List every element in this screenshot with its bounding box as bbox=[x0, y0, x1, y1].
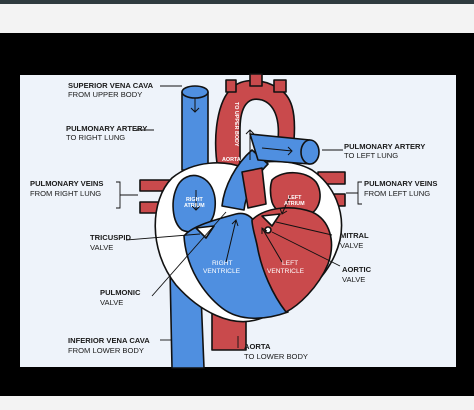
left-atrium-label-1: LEFT bbox=[288, 195, 302, 201]
tricuspid-valve bbox=[195, 225, 215, 239]
right-ventricle-label-2: VENTRICLE bbox=[203, 268, 241, 275]
pv-left-title: PULMONARY VEINS bbox=[364, 179, 437, 188]
bottom-bar bbox=[0, 396, 474, 410]
aorta-inner-label: AORTA bbox=[222, 157, 241, 163]
right-atrium-label-1: RIGHT bbox=[186, 197, 203, 203]
outer-labels: SUPERIOR VENA CAVA FROM UPPER BODY PULMO… bbox=[30, 81, 437, 361]
pa-right-sub: TO RIGHT LUNG bbox=[66, 133, 125, 142]
left-ventricle-label-2: VENTRICLE bbox=[267, 268, 305, 275]
arrow-ra-down bbox=[191, 190, 201, 211]
heart-illustration bbox=[139, 73, 346, 369]
left-ventricle bbox=[251, 207, 333, 313]
arrow-rv-up bbox=[225, 219, 239, 263]
top-bar bbox=[0, 0, 474, 33]
svc-opening bbox=[181, 85, 209, 99]
mitral-title: MITRAL bbox=[340, 231, 369, 240]
right-atrium bbox=[172, 174, 216, 233]
left-ventricle-label-1: LEFT bbox=[282, 260, 298, 267]
arrow-svc-down bbox=[190, 98, 200, 113]
aorta-branches bbox=[225, 73, 287, 93]
svc-sub: FROM UPPER BODY bbox=[68, 90, 142, 99]
arrow-lv-up bbox=[261, 227, 283, 263]
arrow-pa-right bbox=[261, 146, 293, 156]
leader-lines bbox=[116, 85, 362, 348]
arrow-la-down bbox=[279, 195, 291, 215]
pv-right-leader bbox=[116, 181, 138, 209]
inner-labels: RIGHT ATRIUM LEFT ATRIUM RIGHT VENTRICLE… bbox=[184, 102, 305, 275]
mitral-valve bbox=[261, 213, 281, 227]
tricuspid-title: TRICUSPID bbox=[90, 233, 131, 242]
pv-right-sub: FROM RIGHT LUNG bbox=[30, 189, 101, 198]
arrow-aorta-up bbox=[245, 129, 255, 160]
ivc-title: INFERIOR VENA CAVA bbox=[68, 336, 150, 345]
pv-right-title: PULMONARY VEINS bbox=[30, 179, 103, 188]
aortic-arch bbox=[214, 79, 296, 171]
aortic-sub: VALVE bbox=[342, 275, 365, 284]
svc-title: SUPERIOR VENA CAVA bbox=[68, 81, 154, 90]
pulmonary-artery-opening bbox=[300, 139, 320, 165]
aorta-sub: TO LOWER BODY bbox=[244, 352, 308, 361]
pulmonic-sub: VALVE bbox=[100, 298, 123, 307]
pulmonic-leader bbox=[151, 211, 227, 297]
aortic-leader bbox=[271, 231, 341, 267]
aorta-title: AORTA bbox=[244, 342, 271, 351]
pa-left-title: PULMONARY ARTERY bbox=[344, 142, 425, 151]
pv-left-leader bbox=[346, 181, 362, 205]
right-ventricle-label-1: RIGHT bbox=[212, 260, 233, 267]
top-accent-line bbox=[0, 0, 474, 4]
pv-left-sub: FROM LEFT LUNG bbox=[364, 189, 430, 198]
pa-right-title: PULMONARY ARTERY bbox=[66, 124, 147, 133]
left-atrium-label-2: ATRIUM bbox=[284, 201, 305, 207]
pa-left-sub: TO LEFT LUNG bbox=[344, 151, 398, 160]
flow-arrows bbox=[190, 98, 293, 263]
tricuspid-leader bbox=[125, 233, 201, 241]
aortic-root bbox=[241, 167, 267, 209]
to-upper-body-label: TO UPPER BODY bbox=[233, 102, 239, 147]
ivc-sub: FROM LOWER BODY bbox=[68, 346, 144, 355]
aortic-title: AORTIC bbox=[342, 265, 372, 274]
right-atrium-label-2: ATRIUM bbox=[184, 203, 205, 209]
pulmonic-title: PULMONIC bbox=[100, 288, 141, 297]
tricuspid-sub: VALVE bbox=[90, 243, 113, 252]
mitral-sub: VALVE bbox=[340, 241, 363, 250]
mitral-leader bbox=[275, 221, 333, 236]
